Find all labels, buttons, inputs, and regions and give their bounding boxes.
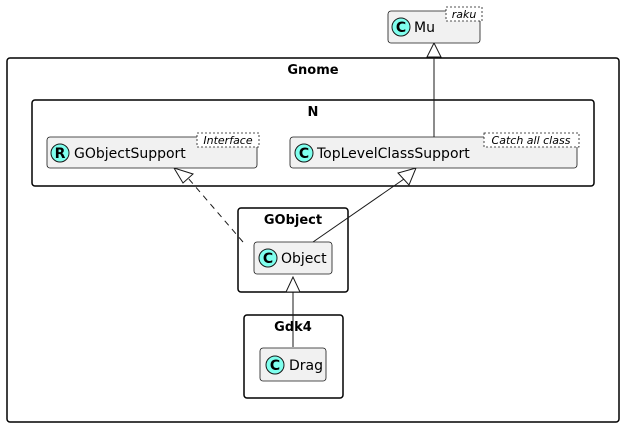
package-n[interactable]: N <box>31 99 595 187</box>
class-object-badge: C <box>263 251 273 267</box>
class-drag-badge: C <box>270 358 280 374</box>
package-gnome[interactable]: Gnome <box>6 57 620 423</box>
class-toplevelclasssupport-name: TopLevelClassSupport <box>316 146 470 162</box>
class-toplevelclasssupport[interactable]: C TopLevelClassSupport Catch all class <box>289 132 580 169</box>
class-mu-name: Mu <box>414 20 435 36</box>
class-toplevelclasssupport-stereotype: Catch all class <box>492 134 571 147</box>
role-badge-icon <box>50 143 70 163</box>
edge-object-to-gobjectsupport <box>187 177 244 243</box>
edge-drag-to-object-arrowhead <box>285 275 301 293</box>
class-badge-icon <box>258 248 278 268</box>
relationships <box>172 41 442 347</box>
edge-object-to-toplevel-arrowhead <box>397 167 417 186</box>
class-gobjectsupport-name: GObjectSupport <box>74 146 186 162</box>
edge-object-to-gobjectsupport-arrowhead <box>172 167 194 184</box>
class-mu-badge: C <box>396 20 406 36</box>
class-badge-icon <box>391 17 411 37</box>
package-gnome-title: Gnome <box>287 63 338 78</box>
edge-object-to-toplevel <box>312 178 405 243</box>
package-gobject-title: GObject <box>264 213 322 228</box>
class-object[interactable]: C Object <box>253 241 333 275</box>
class-gobjectsupport[interactable]: R GObjectSupport Interface <box>46 132 260 169</box>
class-gobjectsupport-badge: R <box>55 146 66 162</box>
class-drag[interactable]: C Drag <box>259 347 327 382</box>
class-drag-name: Drag <box>289 358 323 374</box>
class-mu-stereotype: raku <box>452 8 477 21</box>
class-badge-icon <box>294 143 314 163</box>
class-toplevelclasssupport-badge: C <box>299 146 309 162</box>
class-object-name: Object <box>281 251 327 267</box>
class-gobjectsupport-stereotype: Interface <box>203 134 252 147</box>
class-badge-icon <box>265 355 285 375</box>
package-n-title: N <box>308 105 319 120</box>
edge-toplevel-to-mu-arrowhead <box>426 41 442 58</box>
class-mu[interactable]: C Mu raku <box>387 6 483 44</box>
